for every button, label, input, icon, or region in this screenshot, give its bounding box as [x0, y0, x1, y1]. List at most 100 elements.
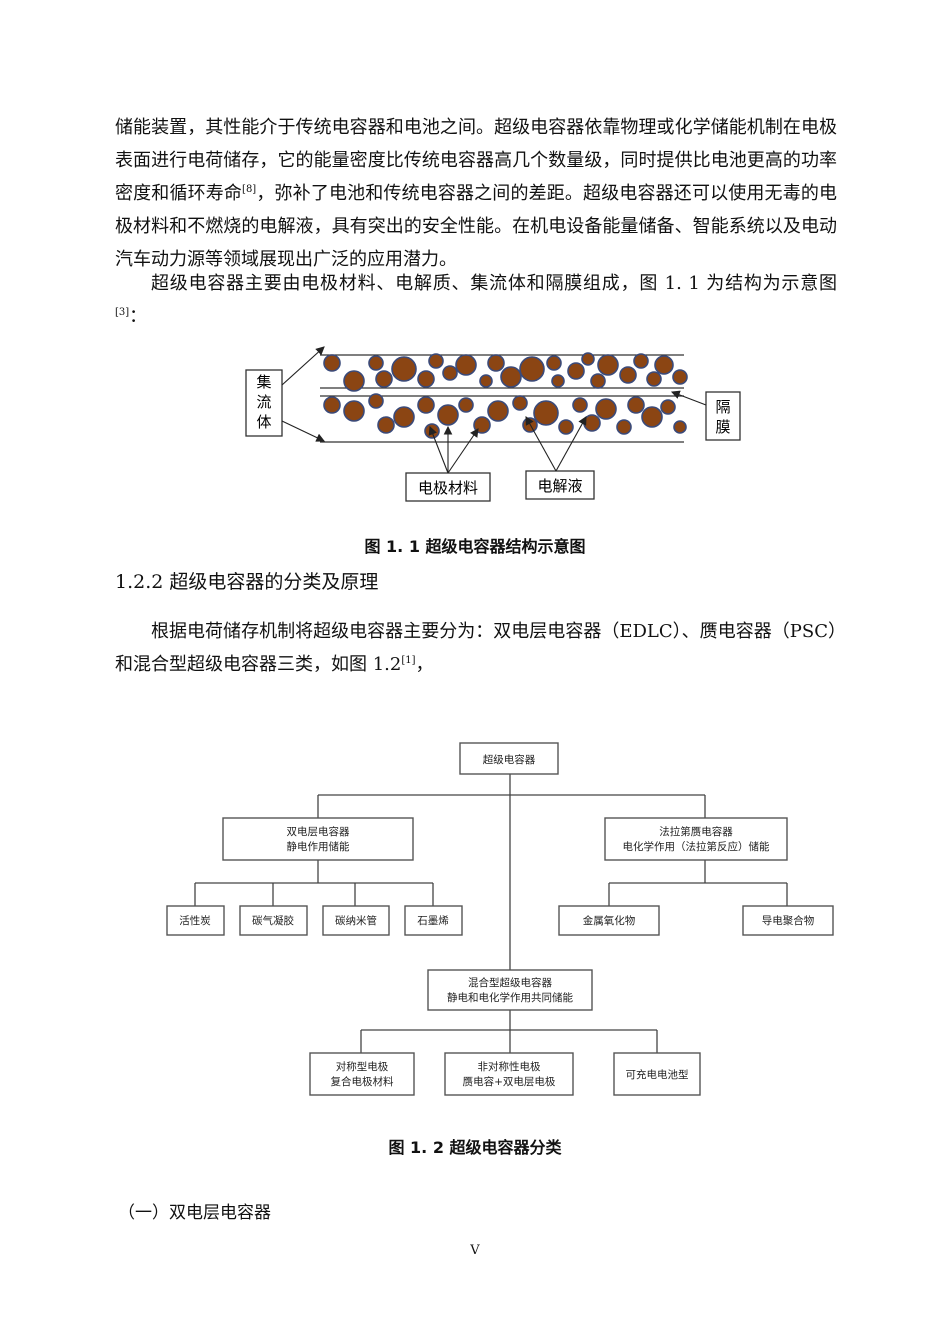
electrode-particle [375, 370, 393, 388]
electrode-particle [672, 369, 688, 385]
electrolyte-arrow-1 [525, 416, 557, 472]
collector-label-char-3: 体 [256, 413, 271, 431]
electrode-particle [641, 406, 663, 428]
electrode-particle [512, 395, 528, 411]
node-graphene-box [404, 905, 463, 936]
node-root: 超级电容器 [483, 753, 536, 766]
electrode-particle [654, 355, 674, 375]
electrode-particle [595, 398, 617, 420]
node-battery-type: 可充电电池型 [626, 1068, 689, 1081]
electrode-particle [551, 374, 565, 388]
electrode-arrow-1 [428, 425, 449, 474]
node-root-box [459, 742, 559, 775]
electrode-particle [343, 370, 365, 392]
paragraph-3: 根据电荷储存机制将超级电容器主要分为：双电层电容器（EDLC）、赝电容器（PSC… [115, 615, 837, 681]
electrode-particle [393, 406, 415, 428]
electrode-particle [417, 370, 435, 388]
electrode-particle [581, 352, 595, 366]
electrode-particle [437, 404, 459, 426]
electrode-particle [323, 396, 341, 414]
separator-label-char-1: 隔 [715, 398, 730, 416]
separator-arrow [670, 390, 707, 406]
section-heading: 1.2.2 超级电容器的分类及原理 [115, 571, 379, 593]
node-edlc-line1: 双电层电容器 [287, 825, 350, 838]
electrode-particle [428, 353, 444, 369]
electrode-particle [646, 371, 662, 387]
electrode-particle [633, 353, 649, 369]
electrode-particle [487, 400, 509, 422]
node-pseudo-line1: 法拉第赝电容器 [659, 825, 733, 838]
electrode-particle [567, 362, 585, 380]
electrode-particle [627, 396, 645, 414]
node-pseudo-line2: 电化学作用（法拉第反应）储能 [623, 840, 770, 853]
node-asymmetric-box [444, 1052, 574, 1096]
electrode-particles [323, 352, 688, 439]
node-activated-carbon-box [166, 905, 225, 936]
electrode-particle [487, 354, 505, 372]
collector-arrow-top [281, 346, 325, 386]
electrode-particle [323, 354, 341, 372]
electrode-particle [368, 393, 384, 409]
electrode-particle [377, 416, 395, 434]
node-activated-carbon: 活性炭 [179, 914, 211, 927]
node-hybrid-line1: 混合型超级电容器 [468, 976, 552, 989]
separator-label-char-2: 膜 [715, 418, 730, 436]
page-number: V [470, 1243, 480, 1258]
node-edlc-box [222, 817, 414, 861]
electrode-particle [519, 356, 545, 382]
collector-label-char-1: 集 [256, 373, 271, 391]
electrode-particle [673, 420, 687, 434]
citation-8[interactable]: [8] [242, 184, 257, 195]
node-asymmetric-line2: 赝电容+双电层电极 [463, 1075, 556, 1088]
node-carbon-aerogel-box [239, 905, 308, 936]
electrode-label-box [405, 472, 491, 502]
electrolyte-label: 电解液 [537, 477, 582, 495]
electrode-particle [391, 356, 417, 382]
electrode-label: 电极材料 [418, 479, 478, 497]
electrode-particle [590, 373, 606, 389]
electrolyte-arrow-2 [555, 416, 587, 472]
paragraph-3-text-a: 根据电荷储存机制将超级电容器主要分为：双电层电容器（EDLC）、赝电容器（PSC… [115, 621, 837, 675]
node-hybrid-box [427, 969, 593, 1011]
node-battery-type-box [613, 1052, 701, 1096]
node-metal-oxide: 金属氧化物 [583, 914, 636, 927]
figure-1-1-caption: 图 1. 1 超级电容器结构示意图 [364, 537, 586, 556]
paragraph-2: 超级电容器主要由电极材料、电解质、集流体和隔膜组成，图 1. 1 为结构为示意图… [115, 267, 837, 333]
citation-1[interactable]: [1] [401, 655, 416, 666]
electrode-particle [533, 400, 559, 426]
collector-arrow-bottom [281, 420, 325, 442]
electrode-particle [500, 366, 522, 388]
node-conductive-polymer: 导电聚合物 [762, 914, 815, 927]
node-carbon-aerogel: 碳气凝胶 [252, 914, 294, 927]
electrode-particle [558, 419, 574, 435]
electrode-particle [616, 419, 632, 435]
node-hybrid-line2: 静电和电化学作用共同储能 [447, 991, 573, 1004]
electrode-particle [546, 355, 562, 371]
electrode-particle [597, 354, 619, 376]
collector-label-box [245, 369, 283, 437]
citation-3[interactable]: [3] [115, 307, 130, 318]
node-metal-oxide-box [558, 905, 660, 936]
node-carbon-nanotube-box [322, 905, 390, 936]
paragraph-1: 储能装置，其性能介于传统电容器和电池之间。超级电容器依靠物理或化学储能机制在电极… [115, 111, 837, 276]
electrode-particle [619, 366, 637, 384]
node-asymmetric-line1: 非对称性电极 [478, 1060, 541, 1073]
electrode-particle [417, 396, 435, 414]
paragraph-2-text-b: ： [129, 306, 148, 327]
node-graphene: 石墨烯 [417, 914, 449, 927]
paragraph-2-text-a: 超级电容器主要由电极材料、电解质、集流体和隔膜组成，图 1. 1 为结构为示意图 [151, 273, 837, 294]
electrode-particle [479, 374, 493, 388]
separator-label-box [705, 391, 741, 441]
electrode-particle [660, 399, 676, 415]
electrode-particle [455, 354, 477, 376]
paragraph-1-text-b: ，弥补了电池和传统电容器之间的差距。超级电容器还可以使用无毒的电极材料和不燃烧的… [115, 183, 837, 270]
node-carbon-nanotube: 碳纳米管 [335, 914, 377, 927]
node-symmetric-line1: 对称型电极 [336, 1060, 389, 1073]
electrode-particle [343, 400, 365, 422]
electrode-arrow-3 [447, 428, 479, 474]
paragraph-3-text-b: ， [415, 654, 434, 675]
node-edlc-line2: 静电作用储能 [287, 840, 350, 853]
node-conductive-polymer-box [742, 905, 834, 936]
node-symmetric-line2: 复合电极材料 [331, 1075, 394, 1088]
figure-1-2-classification-tree: 超级电容器 双电层电容器 静电作用储能 法拉第赝电容器 电化学作用（法拉第反应）… [166, 742, 834, 1096]
